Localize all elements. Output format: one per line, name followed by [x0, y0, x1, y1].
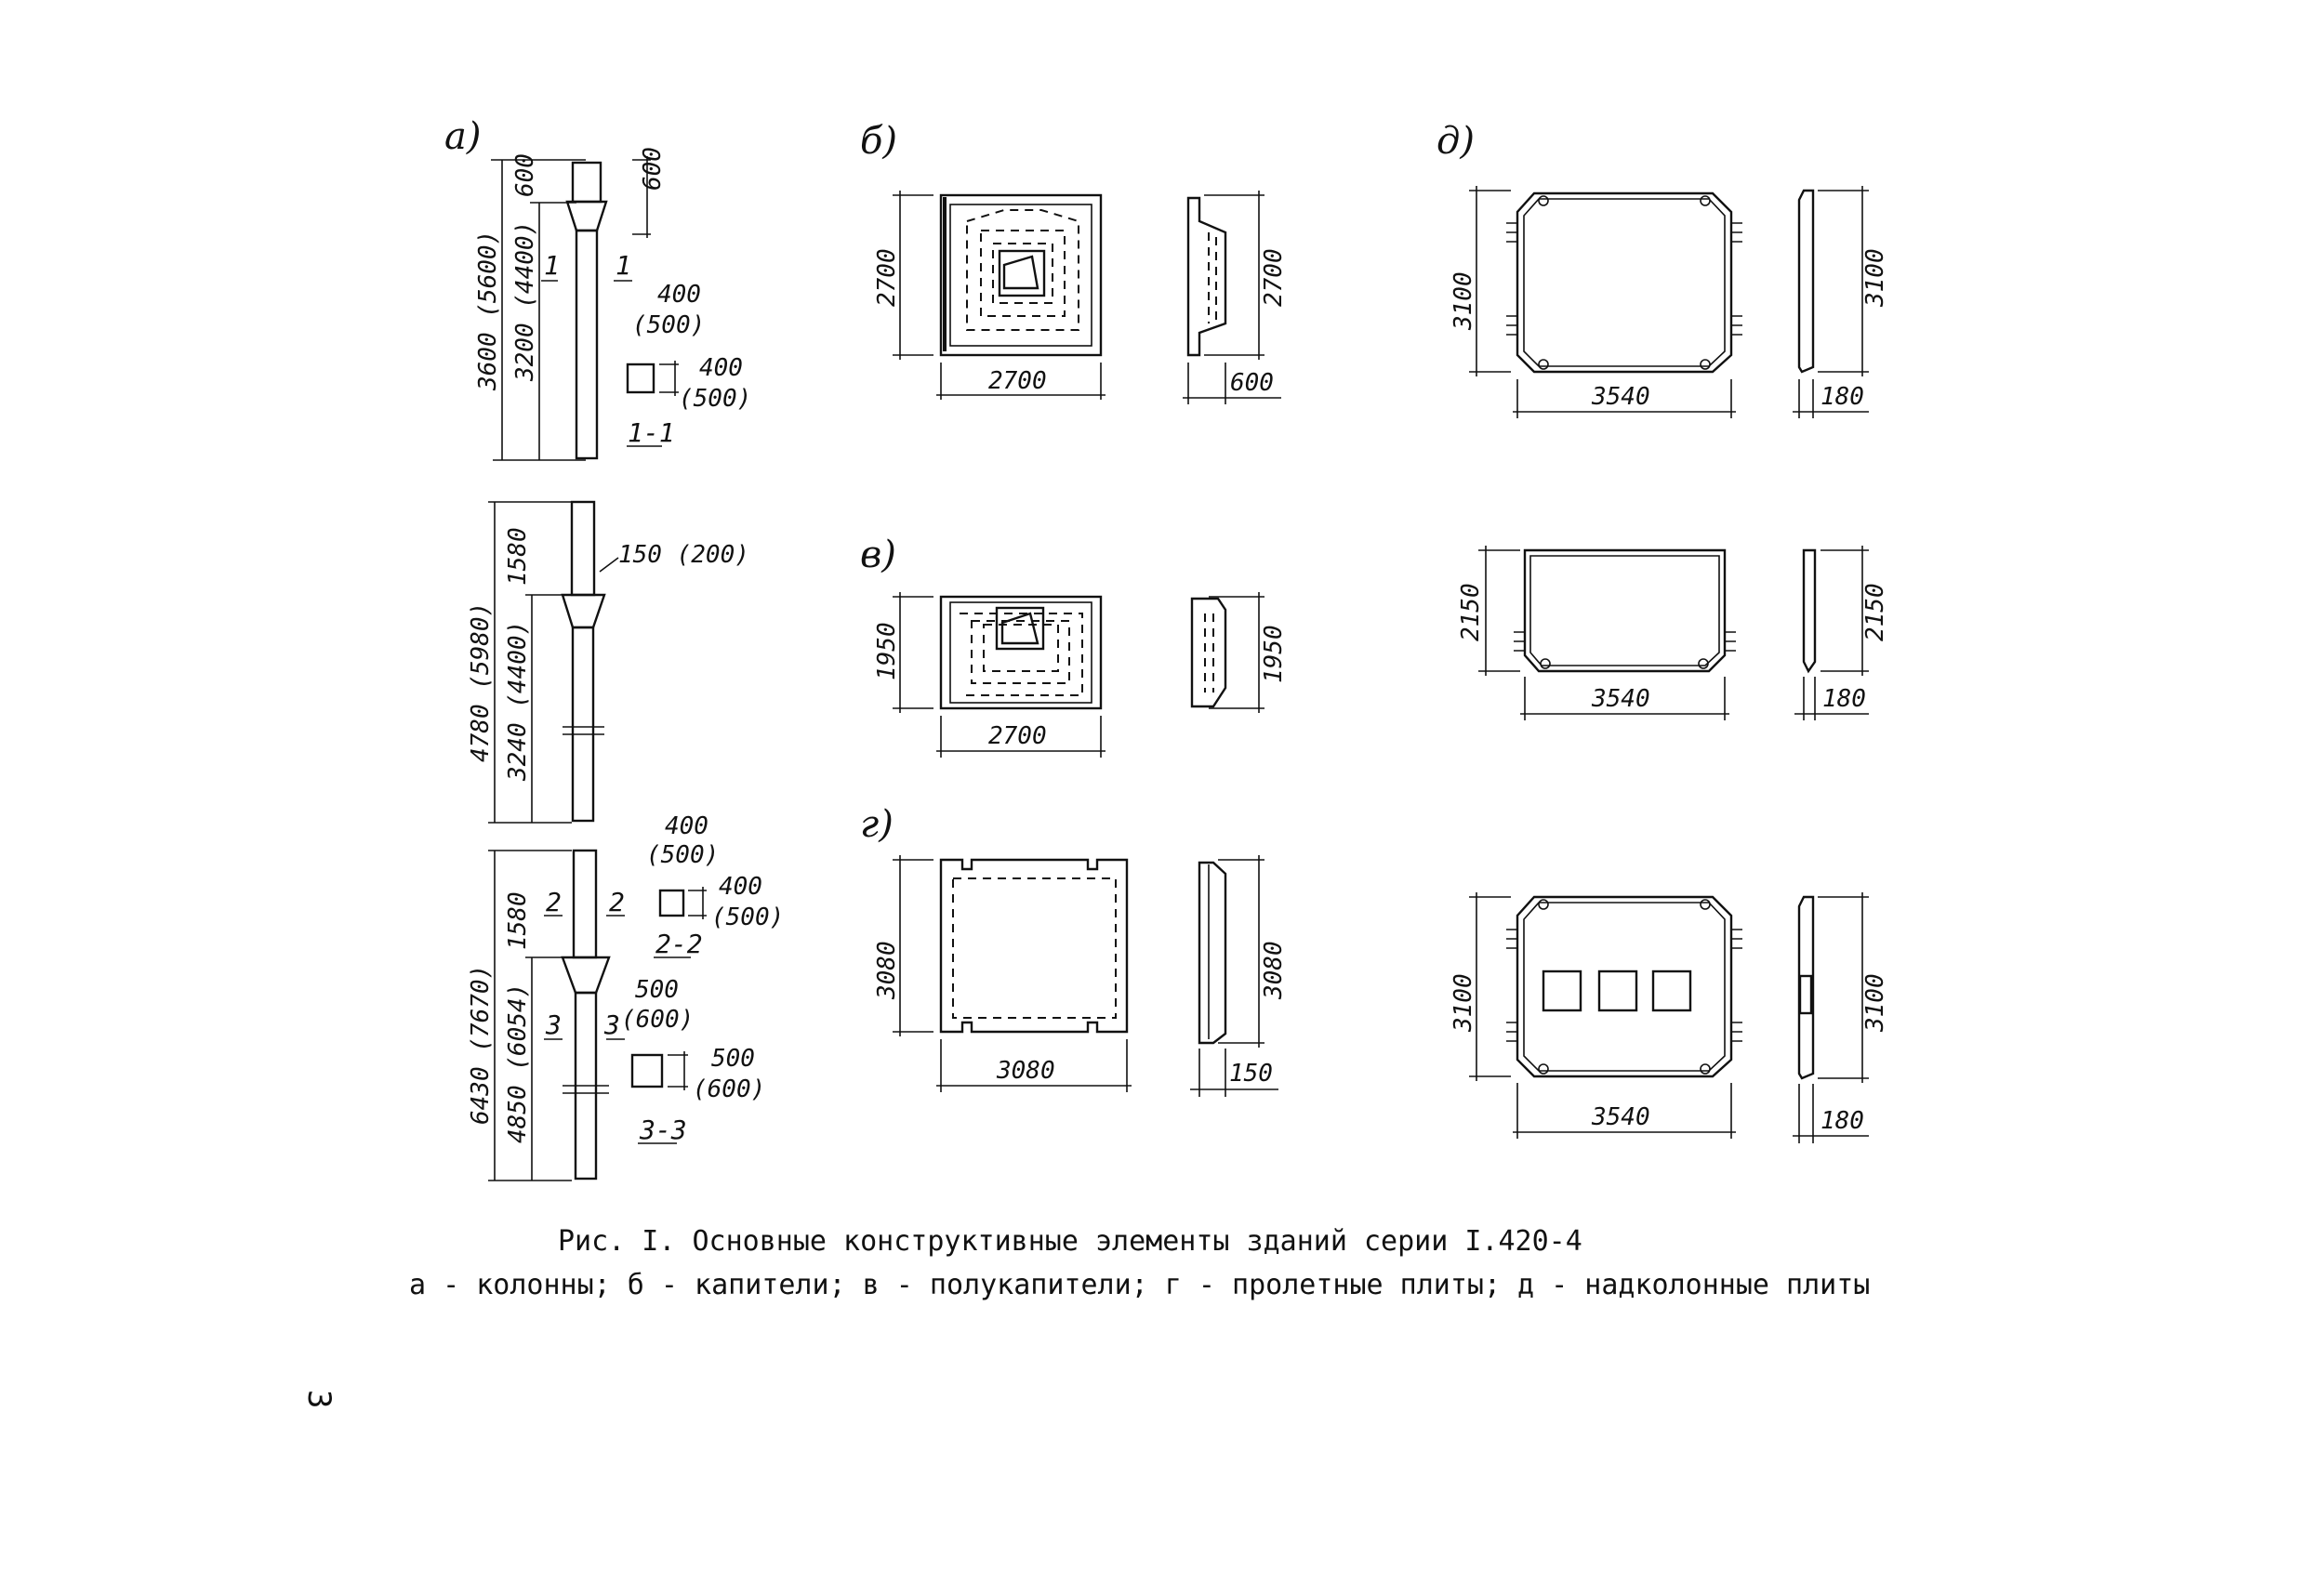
section-3-3: 3-3	[639, 1115, 687, 1145]
column-slab-1: 3100 3540 3100 180	[1450, 186, 1889, 418]
cut-label-2b: 2	[609, 887, 625, 917]
panel-label-b: б)	[860, 120, 897, 163]
col2-shaft-height: 3240 (4400)	[504, 621, 532, 782]
capital-height: 2700	[873, 248, 901, 307]
sec3-height: 500	[711, 1045, 755, 1073]
capital-thickness: 600	[1230, 369, 1274, 397]
capital: 2700 2700 2700 600	[873, 191, 1288, 404]
slab2-width: 3540	[1591, 685, 1650, 713]
slab2-thickness: 180	[1822, 685, 1866, 713]
half-capital-width: 2700	[988, 722, 1047, 750]
col1-top-height: 600	[511, 153, 539, 197]
slab1-side-height: 3100	[1861, 248, 1889, 308]
sec3-height-alt: (600)	[693, 1075, 765, 1103]
capital-side-height: 2700	[1260, 248, 1288, 307]
section-1-1: 1-1	[628, 417, 675, 448]
span-slab-height: 3080	[873, 941, 901, 1000]
sec2-width: 400	[665, 812, 708, 840]
cut-label-2a: 2	[546, 887, 562, 917]
sec1-height: 400	[699, 354, 743, 382]
sec1-width: 400	[657, 281, 701, 309]
slab3-thickness: 180	[1820, 1107, 1864, 1135]
slab1-width: 3540	[1591, 383, 1650, 411]
slab3-width: 3540	[1591, 1103, 1650, 1131]
sec1-width-alt: (500)	[632, 311, 705, 339]
col1-shaft-height: 3200 (4400)	[511, 221, 539, 382]
caption-title: Рис. I. Основные конструктивные элементы…	[558, 1225, 1582, 1258]
panel-label-g: г)	[860, 803, 894, 846]
cut-label-1a: 1	[544, 250, 560, 281]
caption-legend: а - колонны; б - капители; в - полукапит…	[409, 1269, 1870, 1301]
slab3-height: 3100	[1450, 973, 1477, 1033]
column-slab-3: 3100 3540 3100 180	[1450, 892, 1889, 1143]
slab1-height: 3100	[1450, 271, 1477, 331]
sec1-height-alt: (500)	[679, 385, 751, 413]
col2-top-height: 1580	[504, 527, 532, 586]
panel-label-a: а)	[444, 115, 481, 158]
cut-label-1b: 1	[616, 250, 631, 281]
section-2-2: 2-2	[655, 929, 703, 959]
col2-total-height: 4780 (5980)	[467, 602, 495, 762]
capital-width: 2700	[988, 367, 1047, 395]
sec3-width-alt: (600)	[621, 1006, 694, 1034]
panel-label-d: д)	[1437, 120, 1475, 163]
slab2-side-height: 2150	[1861, 583, 1889, 641]
slab2-height: 2150	[1457, 583, 1485, 641]
half-capital: 2700 1950 1950	[873, 592, 1288, 758]
span-slab-width: 3080	[996, 1057, 1055, 1085]
slab1-thickness: 180	[1820, 383, 1864, 411]
col1-total-height: 3600 (5600)	[474, 231, 502, 391]
sec3-width: 500	[635, 976, 679, 1004]
col2-offset: 150 (200)	[618, 541, 749, 569]
span-slab: 3080 3080 3080 150	[873, 855, 1288, 1097]
page-number: 3	[300, 1390, 338, 1408]
half-capital-side-height: 1950	[1260, 625, 1288, 683]
span-slab-thickness: 150	[1229, 1060, 1273, 1088]
column-3: 2 2 3 3 400 (500) 400 (500) 2-2 500 (600…	[467, 812, 784, 1181]
col3-top-height: 1580	[504, 891, 532, 950]
col3-total-height: 6430 (7670)	[467, 965, 495, 1125]
slab3-side-height: 3100	[1861, 973, 1889, 1033]
sec2-height-alt: (500)	[711, 904, 784, 931]
col3-shaft-height: 4850 (6054)	[504, 983, 532, 1143]
panel-label-v: в)	[860, 534, 896, 576]
column-2: 150 (200) 4780 (5980) 3240 (4400) 1580	[467, 500, 749, 824]
half-capital-height: 1950	[873, 622, 901, 680]
span-slab-side-height: 3080	[1260, 941, 1288, 1000]
cut-label-3b: 3	[603, 1009, 620, 1040]
sec2-height: 400	[719, 873, 762, 901]
column-1: 1 1 400 (500) 400 (500) 1-1 3600 (5600) …	[474, 147, 751, 461]
column-slab-2: 2150 3540 2150 180	[1457, 546, 1889, 720]
sec2-width-alt: (500)	[646, 841, 719, 869]
col1-top-height-right: 600	[639, 147, 667, 191]
cut-label-3a: 3	[545, 1009, 562, 1040]
